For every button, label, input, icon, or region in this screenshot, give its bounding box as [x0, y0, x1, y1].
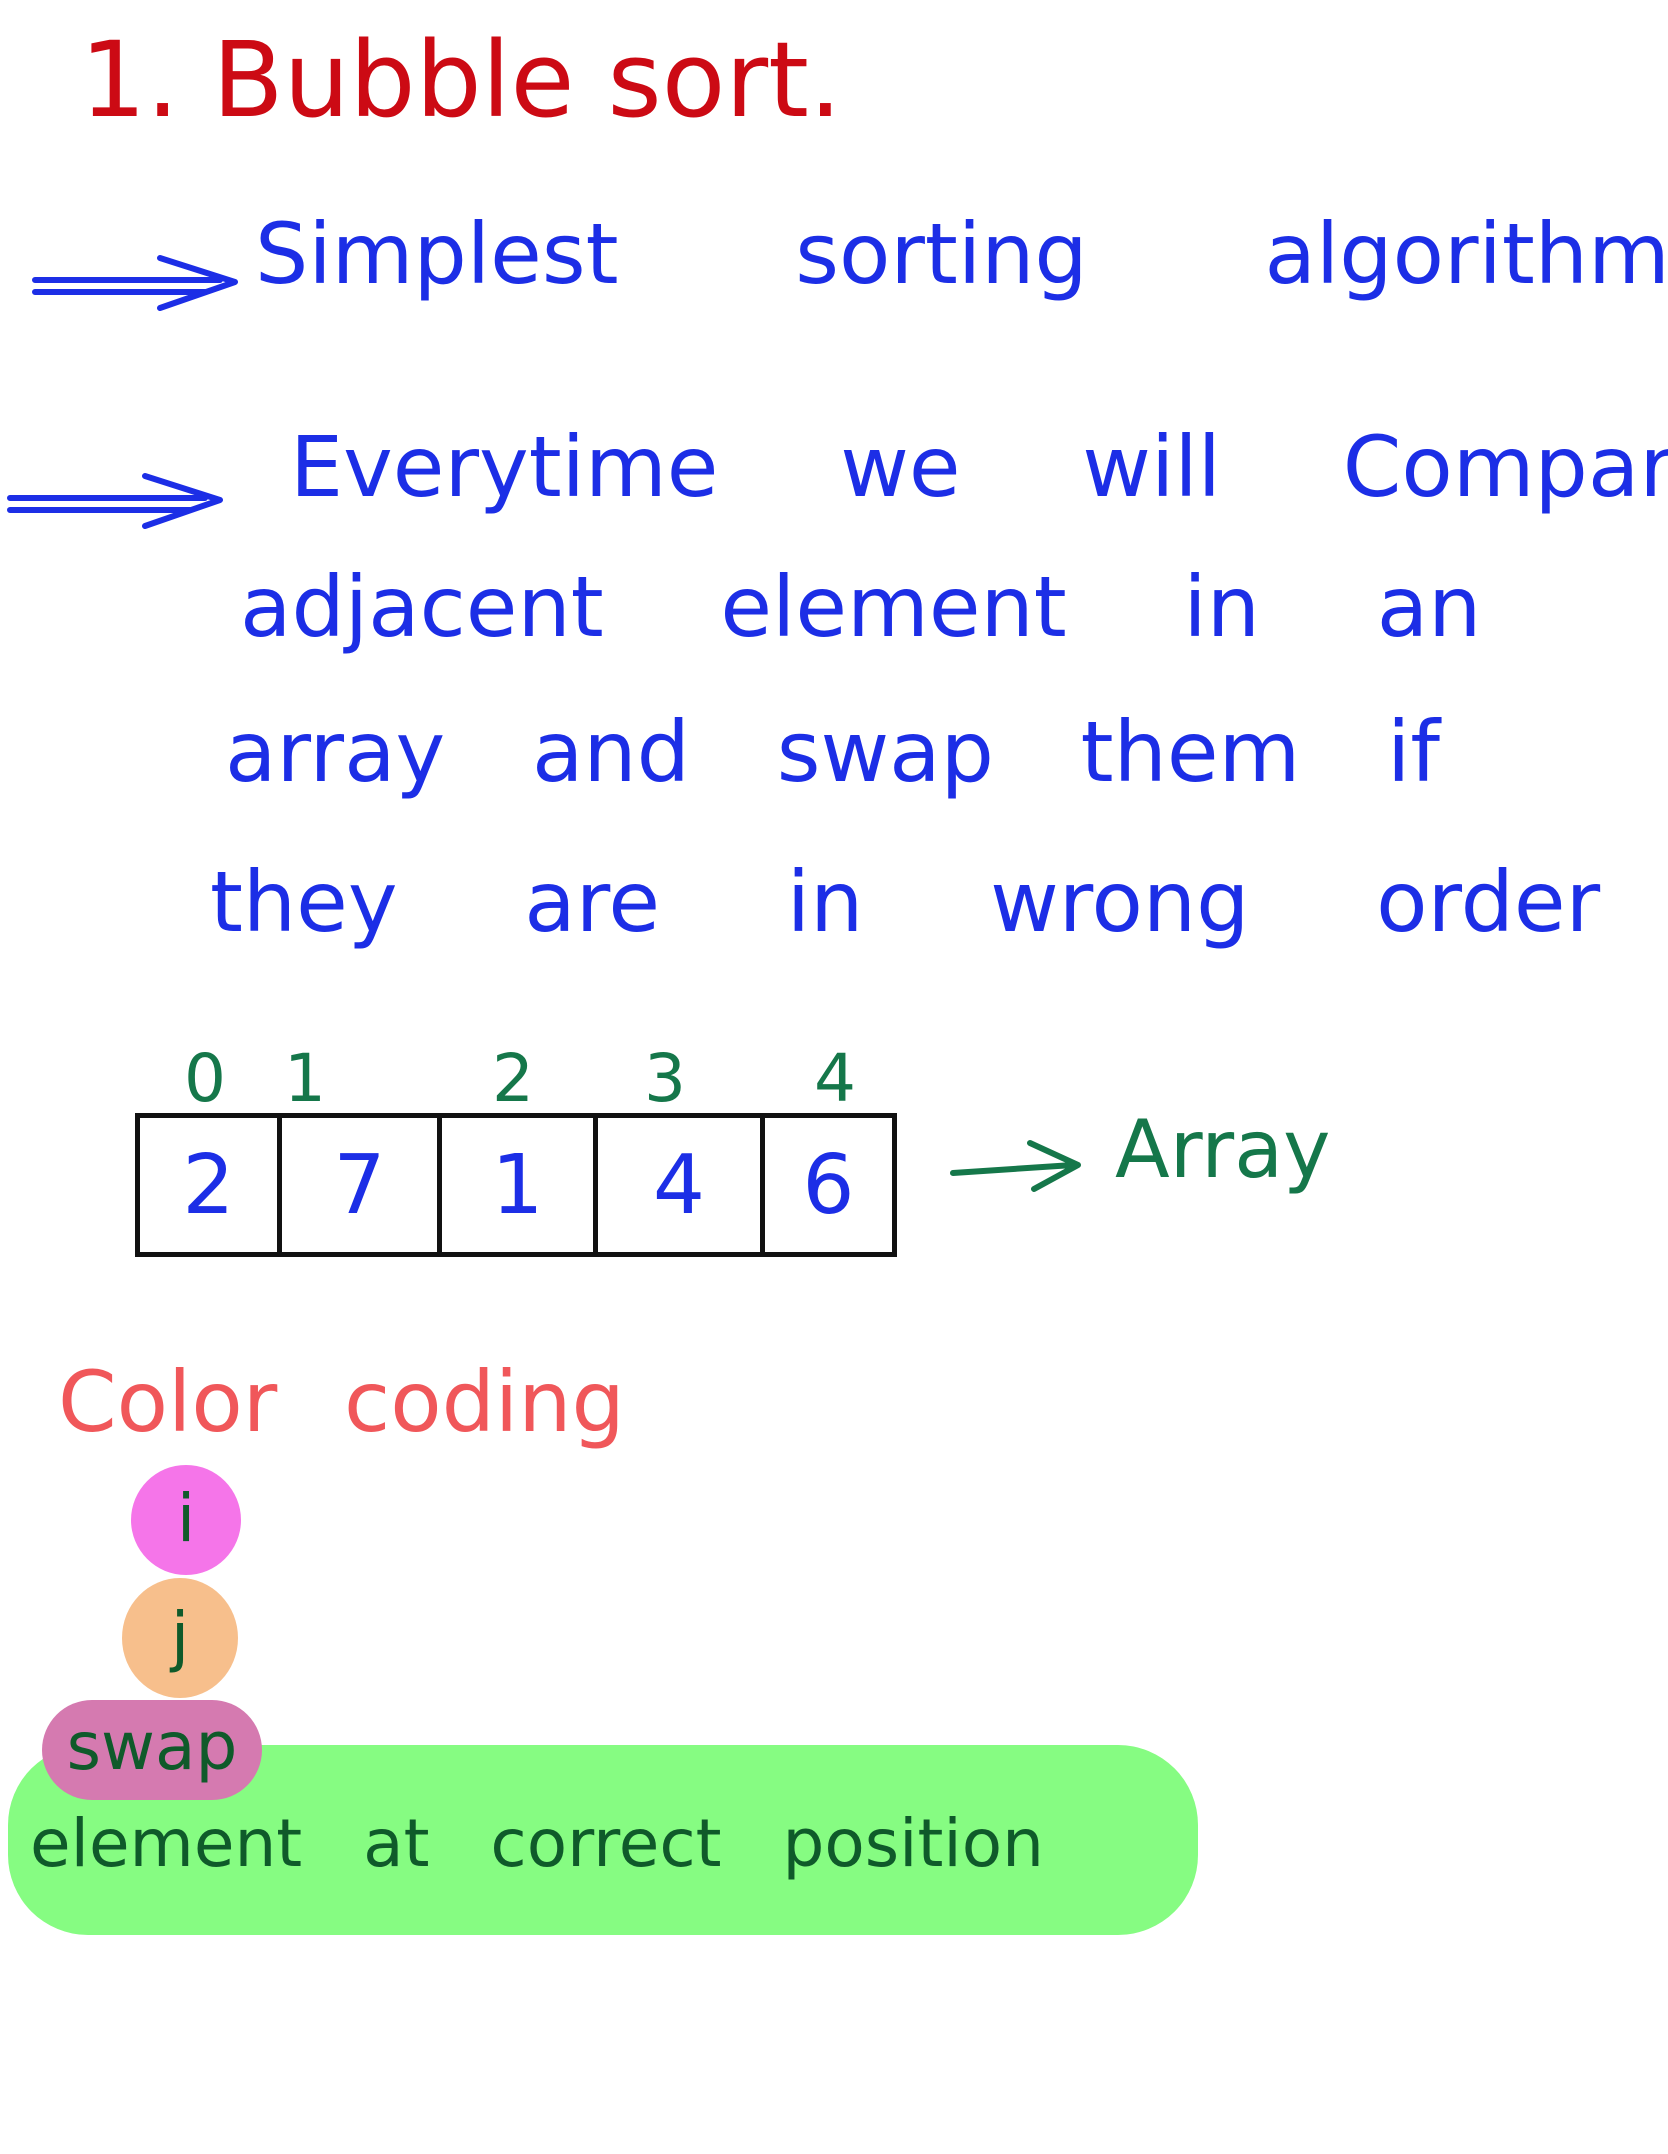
array-index: 2	[492, 1040, 534, 1117]
array-index: 1	[284, 1040, 326, 1117]
arrow-right-icon	[950, 1140, 1081, 1192]
array-index: 4	[814, 1040, 856, 1117]
color-coding-title: Color coding	[58, 1353, 625, 1451]
array-cell: 1	[442, 1118, 598, 1252]
point2-line-3: array and swap them if	[225, 703, 1440, 801]
array-cell: 6	[802, 1137, 855, 1233]
legend-swatch-j	[122, 1578, 238, 1698]
point2-line-2: adjacent element in an	[240, 558, 1482, 656]
legend-label-correct-position: element at correct position	[30, 1805, 1044, 1882]
double-arrow-right-icon	[7, 473, 223, 529]
legend-swatch-swap	[42, 1700, 262, 1800]
array-diagram: 2 7 1 4 6	[135, 1113, 897, 1257]
array-label: Array	[1115, 1103, 1331, 1196]
legend-swatch-i	[131, 1465, 241, 1575]
array-index: 0	[184, 1040, 226, 1117]
array-cell: 7	[282, 1118, 442, 1252]
double-arrow-right-icon	[32, 255, 238, 311]
legend-label-i: i	[176, 1480, 196, 1557]
point2-line-4: they are in wrong order	[210, 853, 1601, 951]
legend-label-j: j	[170, 1598, 190, 1675]
point1-text: Simplest sorting algorithm.	[255, 205, 1668, 303]
array-cell: 4	[598, 1118, 765, 1252]
array-index: 3	[644, 1040, 686, 1117]
array-cell: 2	[140, 1118, 282, 1252]
page-title: 1. Bubble sort.	[80, 19, 842, 141]
legend-label-swap: swap	[66, 1708, 238, 1785]
point2-line-1: Everytime we will Compare	[290, 418, 1668, 516]
